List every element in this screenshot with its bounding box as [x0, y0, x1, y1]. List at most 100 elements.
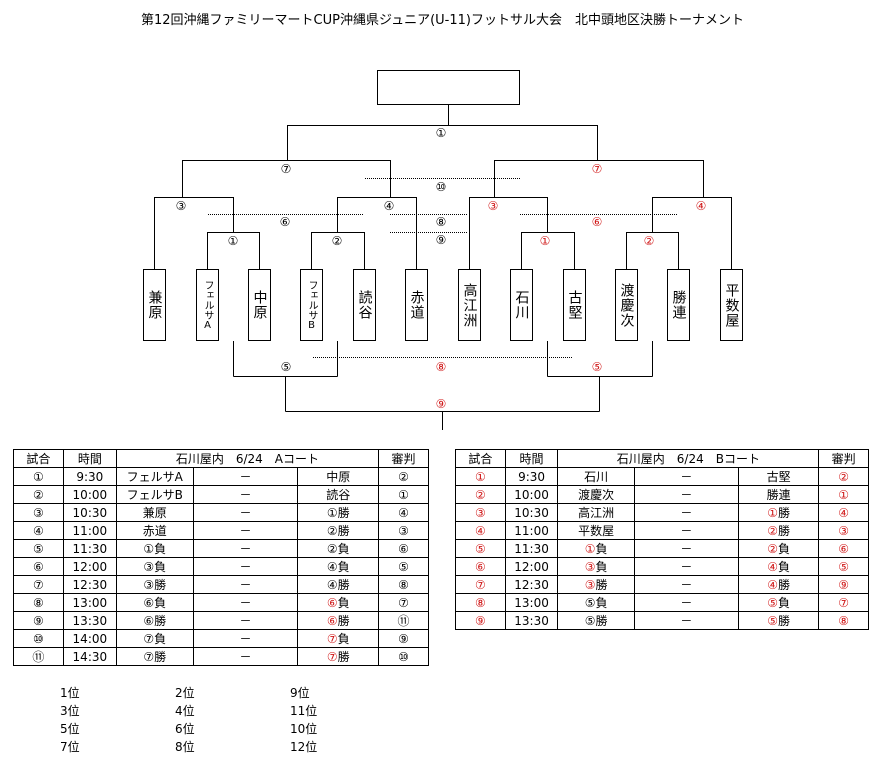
versus-dash: － — [192, 575, 299, 594]
table-header-row: 試合時間石川屋内 6/24 Bコート審判 — [455, 449, 869, 468]
home-team: 渡慶次 — [557, 485, 635, 504]
match-time: 14:00 — [62, 629, 117, 648]
result-text: 負 — [337, 596, 350, 610]
home-team: ⑦勝 — [115, 647, 194, 666]
home-team: ③勝 — [557, 575, 635, 594]
match-number: ① — [13, 467, 64, 486]
source-match-mark: ② — [767, 542, 779, 556]
rank-label: 11位 — [290, 704, 318, 718]
header-match: 試合 — [455, 449, 506, 468]
home-team: 高江洲 — [557, 503, 635, 522]
match-label-final: ① — [435, 126, 447, 140]
source-match-mark: ⑦ — [143, 650, 155, 664]
home-team: ③負 — [557, 557, 635, 576]
page-title: 第12回沖縄ファミリーマートCUP沖縄県ジュニア(U-11)フットサル大会 北中… — [141, 13, 744, 28]
home-team: フェルサA — [115, 467, 194, 486]
match-label-b6: ⑥ — [591, 215, 603, 229]
source-match-mark: ③ — [143, 560, 155, 574]
match-number: ⑧ — [13, 593, 64, 612]
away-team: ②負 — [737, 539, 820, 558]
result-text: 中原 — [326, 470, 351, 484]
source-match-mark: ③ — [143, 578, 155, 592]
rank-label: 10位 — [290, 722, 318, 736]
referee-match: ⑥ — [378, 539, 429, 558]
rank-label: 4位 — [175, 704, 195, 718]
result-text: 読谷 — [326, 488, 351, 502]
source-match-mark: ① — [584, 542, 596, 556]
match-time: 13:00 — [62, 593, 117, 612]
match-time: 12:30 — [504, 575, 559, 594]
match-number: ③ — [13, 503, 64, 522]
team-box: 兼原 — [143, 269, 166, 341]
referee-match: ⑩ — [378, 647, 429, 666]
home-team: 石川 — [557, 467, 635, 486]
source-match-mark: ④ — [326, 560, 338, 574]
result-text: 負 — [154, 542, 167, 556]
match-number: ⑪ — [13, 647, 64, 666]
source-match-mark: ① — [143, 542, 155, 556]
rank-label: 9位 — [290, 686, 310, 700]
away-team: ⑥勝 — [297, 611, 380, 630]
match-number: ⑨ — [13, 611, 64, 630]
home-team: 赤道 — [115, 521, 194, 540]
source-match-mark: ② — [326, 542, 338, 556]
result-text: 勝 — [154, 578, 167, 592]
result-text: 負 — [154, 560, 167, 574]
source-match-mark: ⑤ — [767, 596, 779, 610]
rank-label: 7位 — [60, 740, 80, 754]
match-time: 10:00 — [504, 485, 559, 504]
versus-dash: － — [192, 503, 299, 522]
match-time: 12:30 — [62, 575, 117, 594]
source-match-mark: ⑦ — [143, 632, 155, 646]
team-box: 赤道 — [405, 269, 428, 341]
team-box: 中原 — [248, 269, 271, 341]
source-match-mark: ⑥ — [326, 614, 338, 628]
result-text: 勝 — [778, 578, 791, 592]
referee-match: ④ — [378, 503, 429, 522]
match-label-b2: ② — [643, 234, 655, 248]
match-number: ⑩ — [13, 629, 64, 648]
match-time: 10:30 — [62, 503, 117, 522]
result-text: 赤道 — [142, 524, 167, 538]
home-team: ①負 — [557, 539, 635, 558]
result-text: 勝 — [778, 506, 791, 520]
match-label-a9: ⑨ — [435, 233, 447, 247]
result-text: 勝 — [595, 614, 608, 628]
team-box: 勝連 — [667, 269, 690, 341]
result-text: 勝 — [337, 650, 350, 664]
versus-dash: － — [633, 467, 739, 486]
home-team: ⑦負 — [115, 629, 194, 648]
source-match-mark: ④ — [767, 578, 779, 592]
match-number: ⑦ — [455, 575, 506, 594]
match-label-b1: ① — [539, 234, 551, 248]
home-team: ⑥負 — [115, 593, 194, 612]
team-box: 古堅 — [563, 269, 586, 341]
versus-dash: － — [633, 575, 739, 594]
match-time: 11:30 — [504, 539, 559, 558]
source-match-mark: ⑤ — [584, 614, 596, 628]
referee-match: ① — [378, 485, 429, 504]
team-box: 平数屋 — [720, 269, 743, 341]
versus-dash: － — [633, 521, 739, 540]
versus-dash: － — [633, 557, 739, 576]
match-time: 9:30 — [504, 467, 559, 486]
header-court: 石川屋内 6/24 Aコート — [115, 449, 380, 468]
header-match: 試合 — [13, 449, 64, 468]
match-label-a4: ④ — [383, 199, 395, 213]
rank-label: 12位 — [290, 740, 318, 754]
versus-dash: － — [192, 611, 299, 630]
versus-dash: － — [192, 647, 299, 666]
match-number: ⑧ — [455, 593, 506, 612]
match-number: ④ — [455, 521, 506, 540]
match-label-a2: ② — [331, 234, 343, 248]
result-text: 負 — [778, 560, 791, 574]
source-match-mark: ② — [767, 524, 779, 538]
versus-dash: － — [192, 485, 299, 504]
